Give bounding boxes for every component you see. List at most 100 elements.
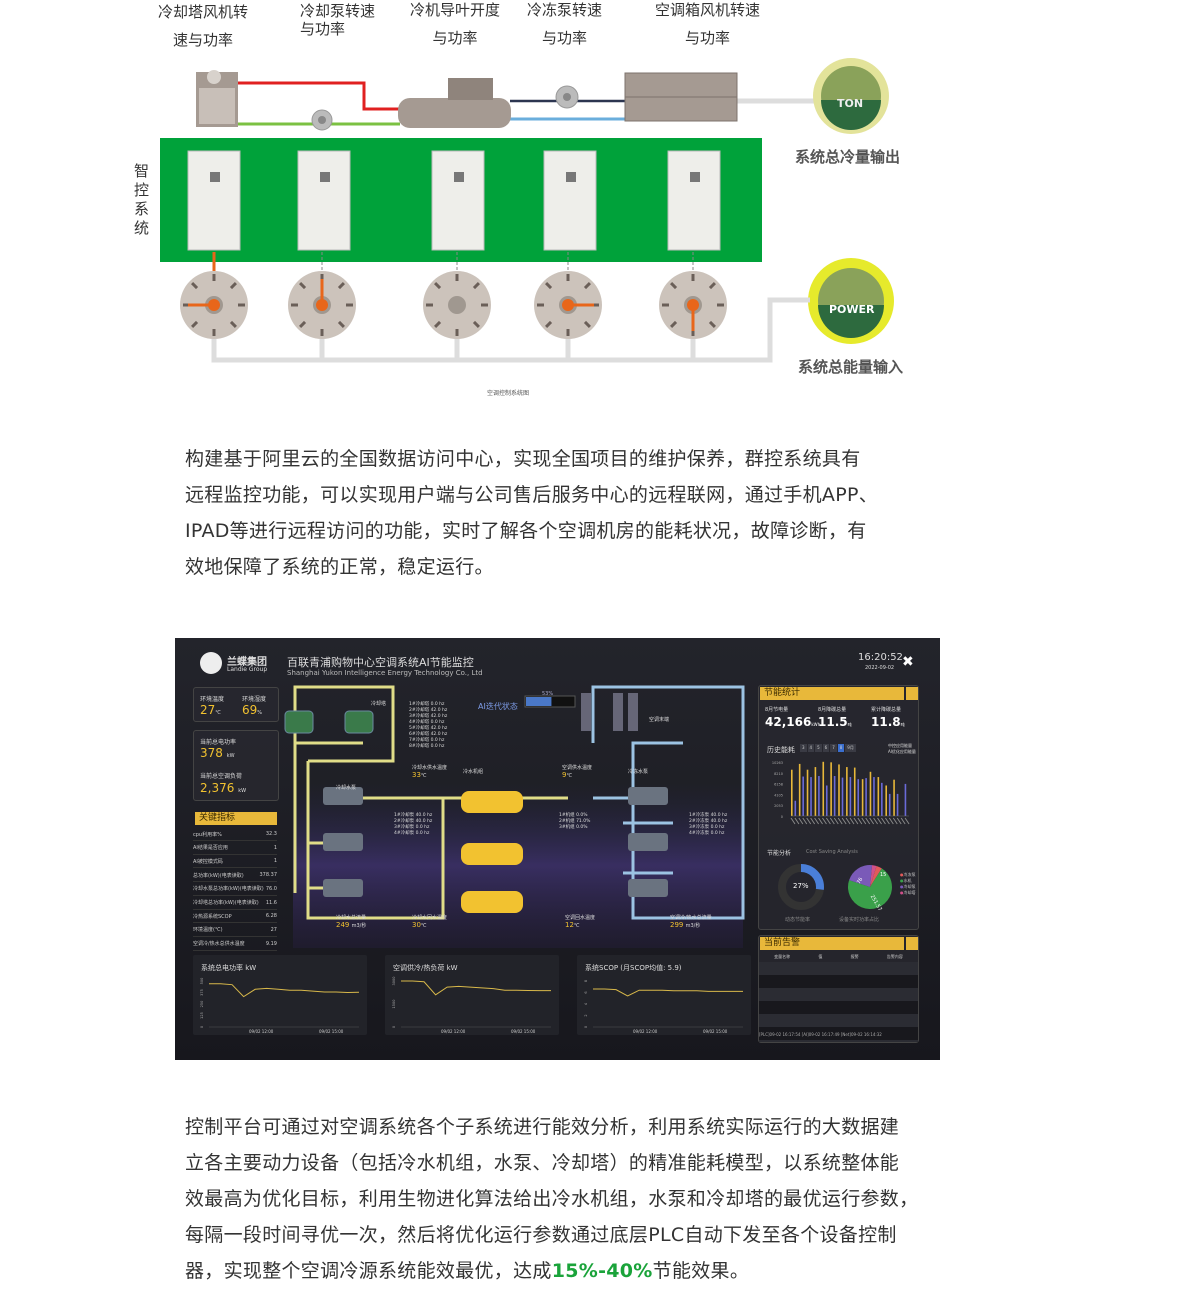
donut-value: 27% xyxy=(793,882,809,890)
chiller-icon xyxy=(398,78,511,128)
alarm-expand-button[interactable] xyxy=(906,937,918,950)
pie-legend-item: ●冷冻泵 xyxy=(900,872,916,877)
unit: ℃ xyxy=(215,710,221,716)
x-tick-mark xyxy=(806,817,812,825)
ton-gauge xyxy=(813,58,889,134)
y-tick-label: 250 xyxy=(200,1001,204,1008)
env-humidity-value: 69 xyxy=(242,703,258,717)
stats-header: 节能统计 xyxy=(760,687,904,700)
equipment-status: 4#冷却泵 0.0 hz xyxy=(394,831,430,836)
cw-return: 30℃ xyxy=(412,921,427,929)
pie-slice xyxy=(849,865,873,887)
ai-progress-fill xyxy=(526,697,552,706)
bar-baseline xyxy=(806,769,809,816)
dial-icon xyxy=(423,252,491,339)
y-tick-label: 2 xyxy=(584,1014,588,1016)
savings-highlight: 15%-40% xyxy=(551,1260,653,1282)
month-tab[interactable]: 8 xyxy=(837,744,845,752)
kpi-value: 378.37 xyxy=(259,872,278,879)
x-tick-mark xyxy=(837,817,843,825)
bar-ai xyxy=(810,777,812,816)
pie-label: 15 xyxy=(880,872,887,878)
cooling-tower-icon xyxy=(196,70,238,127)
kpi-name: 冷热源系统SCOP xyxy=(193,913,232,920)
cooling-output-label: 系统总冷量输出 xyxy=(795,148,901,166)
cw-pump-label: 冷却水泵 xyxy=(336,785,357,791)
ai-progress-text: 53% xyxy=(542,691,554,697)
kpi-name: 冷却塔总功率(kW)(电表读取) xyxy=(193,900,259,906)
month-tab[interactable]: 4 xyxy=(807,744,815,752)
month-tab[interactable]: 3 xyxy=(800,744,807,752)
x-tick-label: 09/02 12:00 xyxy=(633,1029,658,1034)
pie-legend-item: ●冷却泵 xyxy=(900,884,916,889)
equipment-status: 3#冷冻泵 0.0 hz xyxy=(689,825,725,830)
bar-baseline xyxy=(822,761,825,816)
month-tab[interactable]: 9月 xyxy=(845,744,856,752)
kpi-row: 冷却水泵总功率(kW)(电表读取)76.0 xyxy=(193,883,277,896)
y-tick-label: 2053 xyxy=(774,804,783,808)
chw-pump-label: 冷冻水泵 xyxy=(628,769,649,775)
x-tick-mark xyxy=(857,817,863,825)
cw-supply-label: 冷却水供水温度 xyxy=(412,765,448,771)
energy-input-label: 系统总能量输入 xyxy=(798,358,904,376)
dial-icon xyxy=(534,252,602,339)
month-tab[interactable]: 7 xyxy=(830,744,837,752)
chiller-label: 冷水机组 xyxy=(463,769,484,775)
pie-legend-item: ●水机 xyxy=(900,878,912,883)
bar-baseline xyxy=(846,767,848,816)
power-label: POWER xyxy=(829,303,875,316)
bar-ai xyxy=(857,779,860,816)
chw-return: 12℃ xyxy=(565,921,580,929)
fullscreen-icon[interactable]: ✖ xyxy=(902,654,914,670)
equipment-status: 1#冷却泵 40.0 hz xyxy=(394,813,433,818)
chw-supply-label: 空调供水温度 xyxy=(562,765,593,771)
bar-baseline xyxy=(791,769,793,816)
month-tab[interactable]: 5 xyxy=(815,744,822,752)
x-tick-mark xyxy=(881,817,886,825)
bar-ai xyxy=(888,793,891,816)
history-label: 历史能耗 xyxy=(767,746,795,754)
bar-baseline xyxy=(814,767,817,816)
y-tick-label: 375 xyxy=(200,989,204,996)
pie-slice xyxy=(870,865,882,887)
cw-flow: 249 m3/秒 xyxy=(336,921,367,929)
y-tick-label: 0 xyxy=(392,1026,396,1028)
equipment-status: 3#冷却塔 42.0 hz xyxy=(409,714,448,719)
y-tick-label: 1500 xyxy=(392,1000,396,1009)
cw-supply: 33℃ xyxy=(412,771,427,779)
stat-label: 8月降碳总量 xyxy=(818,707,847,713)
x-tick-mark xyxy=(849,817,855,825)
pie-legend-item: ●冷却塔 xyxy=(900,890,916,895)
bar-ai xyxy=(904,783,907,816)
x-tick-mark xyxy=(892,817,898,825)
bar-ai xyxy=(841,777,844,816)
dial-icon xyxy=(288,252,356,339)
month-tab[interactable]: 6 xyxy=(822,744,830,752)
stats-expand-button[interactable] xyxy=(906,687,918,700)
env-temp: 27℃ xyxy=(200,703,221,717)
x-tick-mark xyxy=(888,817,894,825)
legend-item: 中控应用能量 xyxy=(888,743,912,748)
x-tick-label: 09/02 12:00 xyxy=(249,1029,274,1034)
bar-ai xyxy=(881,782,883,816)
clock-date: 2022-09-02 xyxy=(865,665,895,671)
chw-flow-label: 空调冷/热水总流量 xyxy=(670,915,712,921)
chart-title: 系统总电功率 kW xyxy=(201,964,257,972)
kpi-value: 1 xyxy=(273,858,277,865)
bar-ai xyxy=(825,785,828,816)
bar-baseline xyxy=(885,785,887,816)
x-tick-mark xyxy=(841,817,847,825)
kpi-name: 冷却水泵总功率(kW)(电表读取) xyxy=(193,886,264,893)
x-tick-mark xyxy=(873,817,879,825)
x-tick-label: 09/02 15:00 xyxy=(511,1029,536,1034)
kpi-name: AI被控模式码 xyxy=(193,858,223,865)
dashboard-title: 百联青浦购物中心空调系统AI节能监控 xyxy=(287,656,474,669)
stat-value: 11.8吨 xyxy=(871,715,905,729)
x-tick-mark xyxy=(904,817,910,825)
